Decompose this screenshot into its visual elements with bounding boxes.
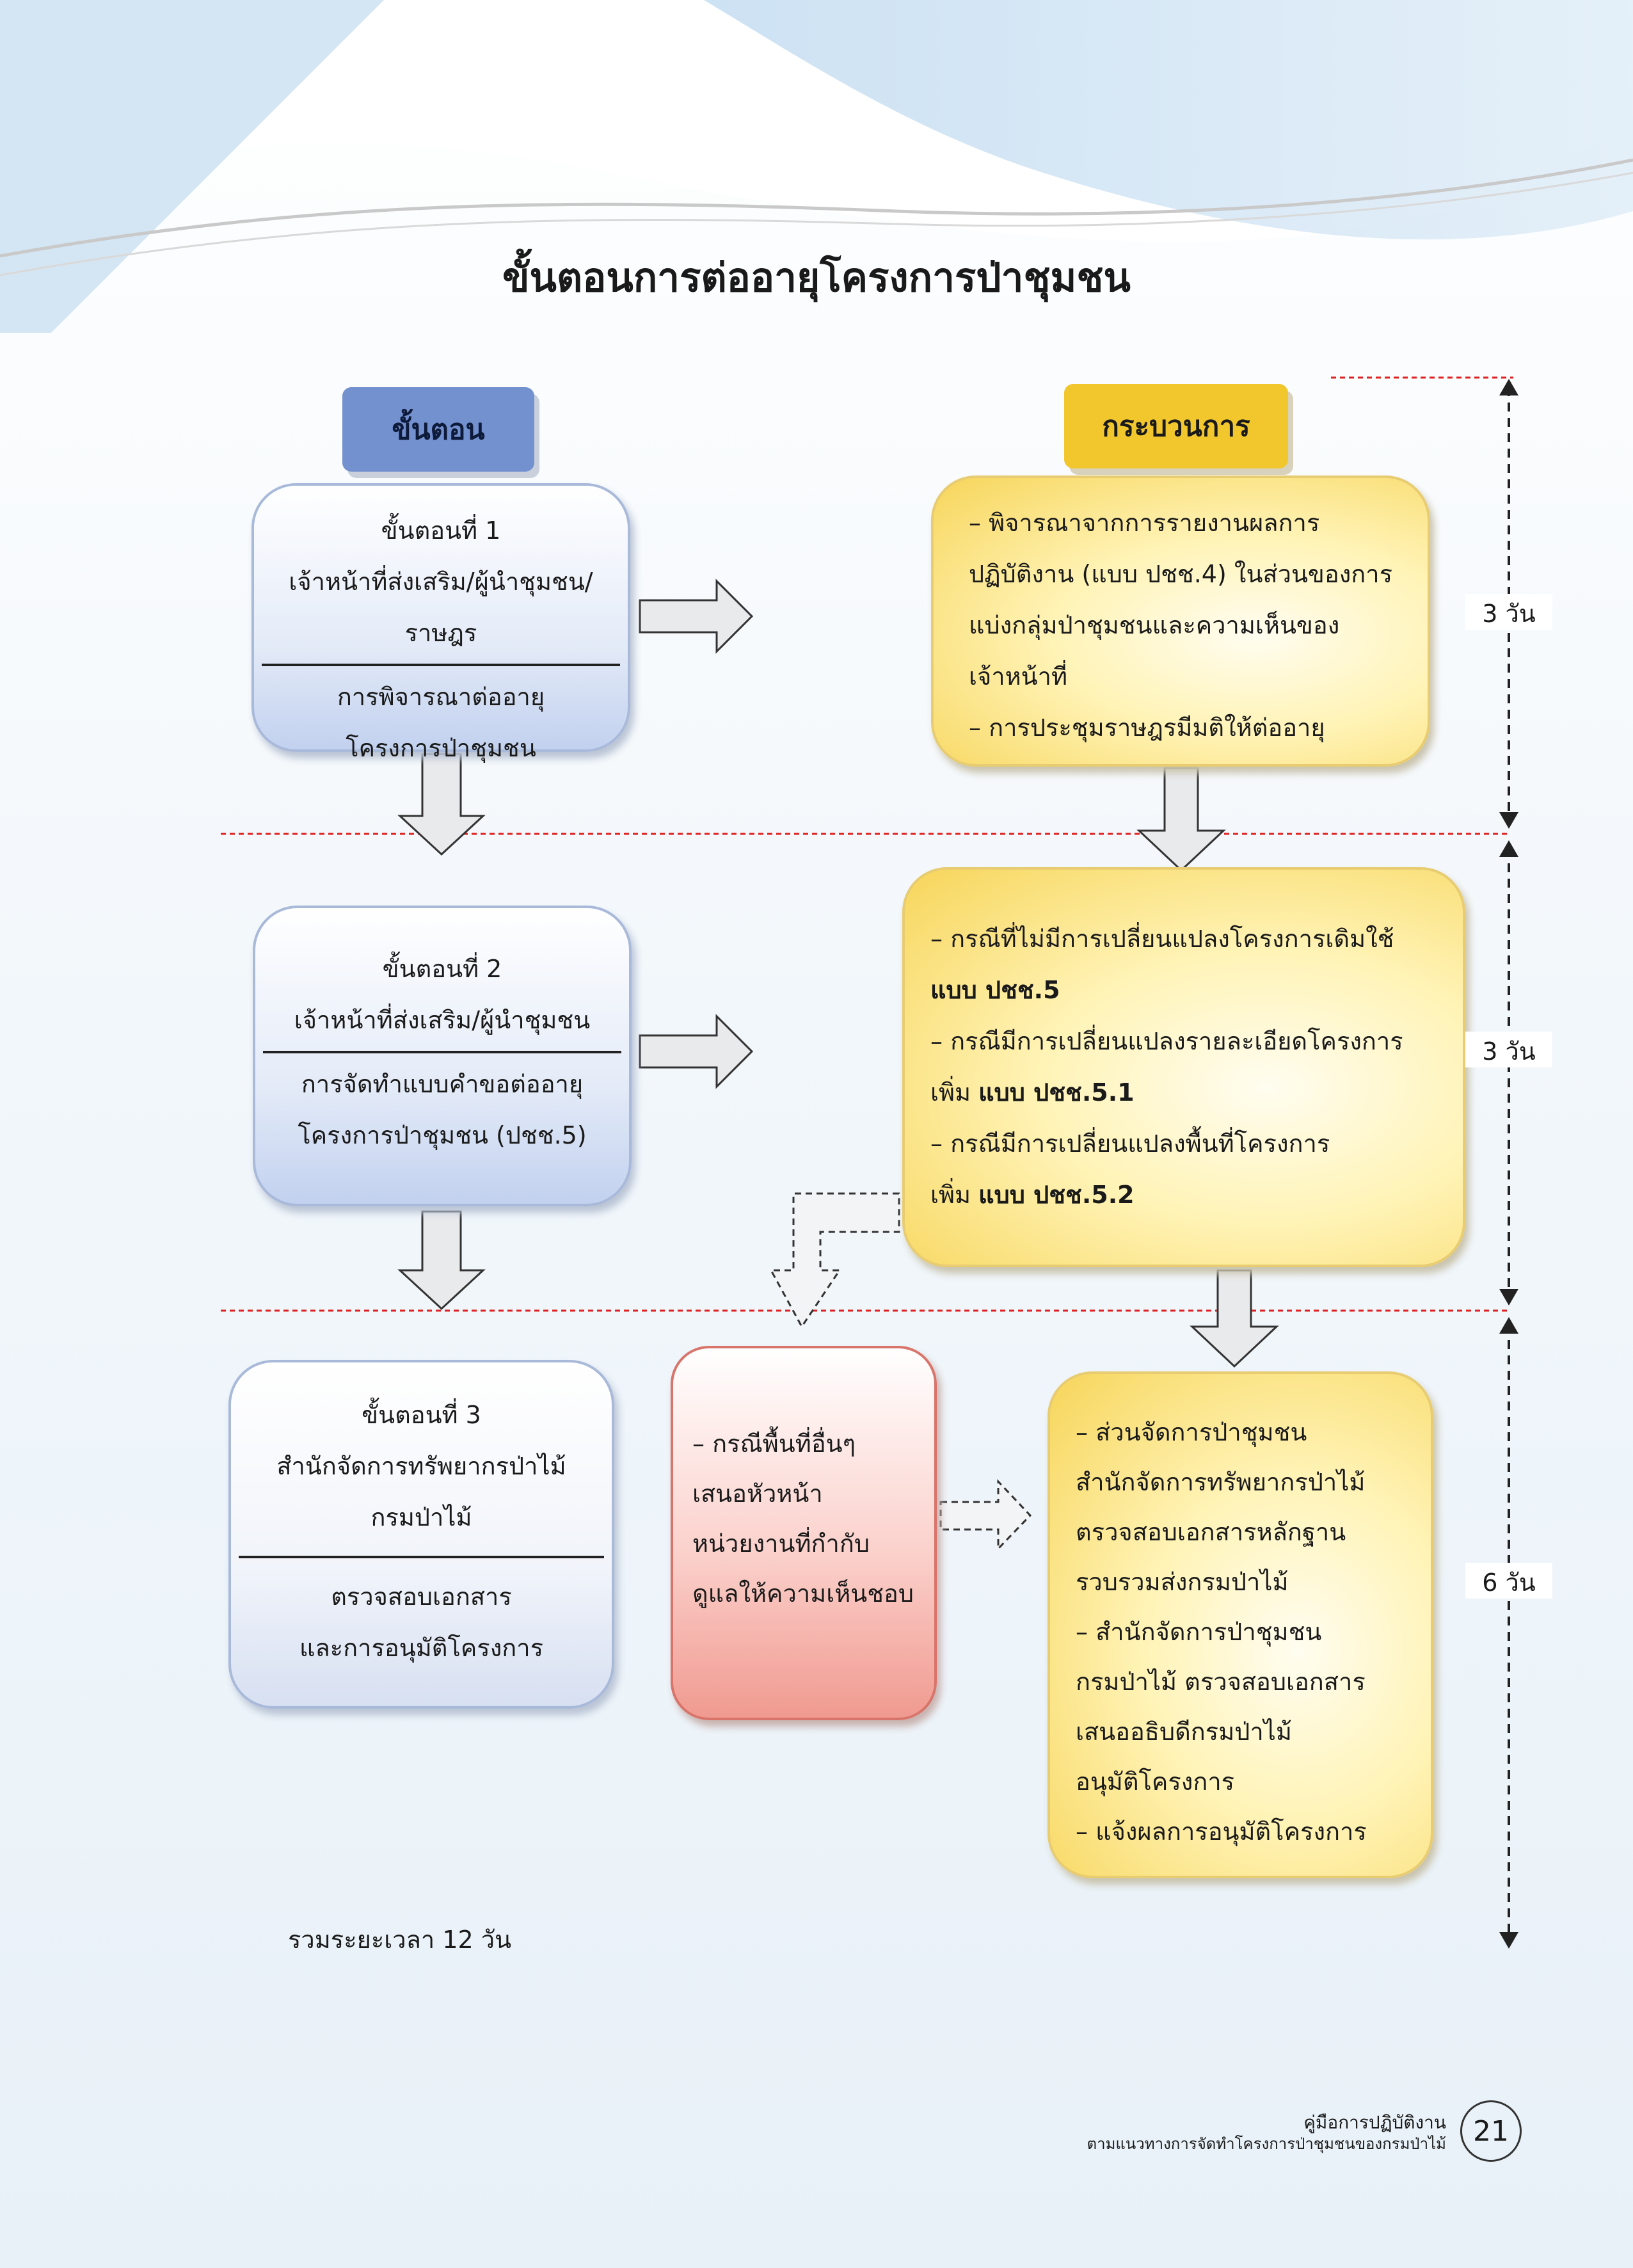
- step-1-number: ขั้นตอนที่ 1: [381, 516, 501, 545]
- process-3-line: รวบรวมส่งกรมป่าไม้: [1076, 1568, 1289, 1596]
- process-3-line: – สำนักจัดการป่าชุมชน: [1076, 1618, 1322, 1646]
- duration-stage-3: 6 วัน: [1465, 1563, 1552, 1599]
- step-3-actor: สำนักจัดการทรัพยากรป่าไม้: [276, 1452, 566, 1480]
- step-2-task-line2: โครงการป่าชุมชน (ปชช.5): [298, 1121, 587, 1149]
- step-3-divider: [239, 1556, 604, 1558]
- arrow-right-1: [639, 579, 754, 654]
- process-2-form-ref: แบบ ปชช.5.2: [978, 1181, 1135, 1209]
- step-2-actor: เจ้าหน้าที่ส่งเสริม/ผู้นำชุมชน: [294, 1006, 591, 1034]
- total-duration: รวมระยะเวลา 12 วัน: [288, 1926, 512, 1954]
- footer-manual-title: คู่มือการปฏิบัติงาน: [1303, 2112, 1446, 2133]
- step-3-number: ขั้นตอนที่ 3: [362, 1401, 481, 1429]
- process-2-form-ref: แบบ ปชช.5.1: [978, 1078, 1135, 1106]
- step-1-task-line1: การพิจารณาต่ออายุ: [337, 683, 545, 711]
- process-3-line: – ส่วนจัดการป่าชุมชน: [1076, 1418, 1307, 1446]
- duration-stage-2: 3 วัน: [1465, 1032, 1552, 1067]
- case-other-area-box: – กรณีพื้นที่อื่นๆ เสนอหัวหน้า หน่วยงานท…: [671, 1346, 937, 1720]
- arrow-dashed-right: [939, 1479, 1032, 1551]
- step-2-task-line1: การจัดทำแบบคำขอต่ออายุ: [301, 1070, 584, 1098]
- process-2-line: เพิ่ม: [930, 1078, 979, 1106]
- step-1-divider: [262, 664, 620, 666]
- process-3-line: – แจ้งผลการอนุมัติโครงการ: [1076, 1817, 1367, 1846]
- process-2-line: เพิ่ม: [930, 1181, 979, 1209]
- header-process: กระบวนการ: [1064, 384, 1288, 468]
- process-3-line: อนุมัติโครงการ: [1076, 1768, 1235, 1796]
- arrow-down-proc1: [1136, 767, 1226, 872]
- process-3-line: กรมป่าไม้ ตรวจสอบเอกสาร: [1076, 1668, 1366, 1696]
- arrow-dashed-case: [769, 1192, 900, 1329]
- header-wave-decoration: [0, 0, 1633, 333]
- header-steps: ขั้นตอน: [342, 387, 534, 472]
- process-1-line: เจ้าหน้าที่: [969, 662, 1068, 691]
- process-1-line: แบ่งกลุ่มป่าชุมชนและความเห็นของ: [969, 611, 1340, 639]
- step-3-task-line2: และการอนุมัติโครงการ: [299, 1634, 544, 1662]
- arrow-down-proc2: [1190, 1269, 1279, 1368]
- page-title: ขั้นตอนการต่ออายุโครงการป่าชุมชน: [502, 254, 1131, 301]
- page-number: 21: [1460, 2100, 1522, 2162]
- arrow-right-2: [639, 1014, 754, 1089]
- step-3-actor-dept: กรมป่าไม้: [370, 1503, 472, 1531]
- step-3-task-line1: ตรวจสอบเอกสาร: [331, 1583, 512, 1611]
- case-other-line: – กรณีพื้นที่อื่นๆ: [692, 1430, 856, 1458]
- process-1-line: – การประชุมราษฎรมีมติให้ต่ออายุ: [969, 714, 1325, 742]
- arrow-down-step2: [397, 1210, 486, 1311]
- case-other-line: เสนอหัวหน้า: [692, 1480, 823, 1508]
- process-2-form-ref: แบบ ปชช.5: [930, 976, 1060, 1004]
- case-other-line: ดูแลให้ความเห็นชอบ: [692, 1579, 914, 1608]
- footer-manual-subtitle: ตามแนวทางการจัดทำโครงการป่าชุมชนของกรมป่…: [1087, 2135, 1446, 2153]
- step-2-divider: [263, 1051, 621, 1053]
- process-1-box: – พิจารณาจากการรายงานผลการ ปฏิบัติงาน (แ…: [931, 475, 1430, 767]
- process-2-line: – กรณีที่ไม่มีการเปลี่ยนแปลงโครงการเดิมใ…: [930, 925, 1394, 953]
- step-2-box: ขั้นตอนที่ 2 เจ้าหน้าที่ส่งเสริม/ผู้นำชุ…: [253, 906, 632, 1206]
- process-3-line: เสนออธิบดีกรมป่าไม้: [1076, 1718, 1292, 1746]
- step-3-box: ขั้นตอนที่ 3 สำนักจัดการทรัพยากรป่าไม้ ก…: [228, 1360, 614, 1709]
- step-2-number: ขั้นตอนที่ 2: [382, 955, 502, 983]
- step-1-box: ขั้นตอนที่ 1 เจ้าหน้าที่ส่งเสริม/ผู้นำชุ…: [251, 483, 630, 762]
- step-1-task-line2: โครงการป่าชุมชน: [346, 734, 536, 762]
- process-1-line: ปฏิบัติงาน (แบบ ปชช.4) ในส่วนของการ: [969, 560, 1393, 588]
- process-2-line: – กรณีมีการเปลี่ยนแปลงพื้นที่โครงการ: [930, 1130, 1330, 1158]
- process-2-box: – กรณีที่ไม่มีการเปลี่ยนแปลงโครงการเดิมใ…: [902, 867, 1465, 1267]
- arrow-down-step1: [397, 753, 486, 856]
- step-1-actor: เจ้าหน้าที่ส่งเสริม/ผู้นำชุมชน/ราษฎร: [289, 568, 593, 647]
- process-3-line: สำนักจัดการทรัพยากรป่าไม้: [1076, 1468, 1366, 1496]
- process-1-line: – พิจารณาจากการรายงานผลการ: [969, 509, 1320, 537]
- duration-stage-1: 3 วัน: [1465, 594, 1552, 630]
- process-3-line: ตรวจสอบเอกสารหลักฐาน: [1076, 1518, 1346, 1546]
- process-3-box: – ส่วนจัดการป่าชุมชน สำนักจัดการทรัพยากร…: [1048, 1371, 1433, 1878]
- case-other-line: หน่วยงานที่กำกับ: [692, 1529, 870, 1558]
- process-2-line: – กรณีมีการเปลี่ยนแปลงรายละเอียดโครงการ: [930, 1027, 1403, 1055]
